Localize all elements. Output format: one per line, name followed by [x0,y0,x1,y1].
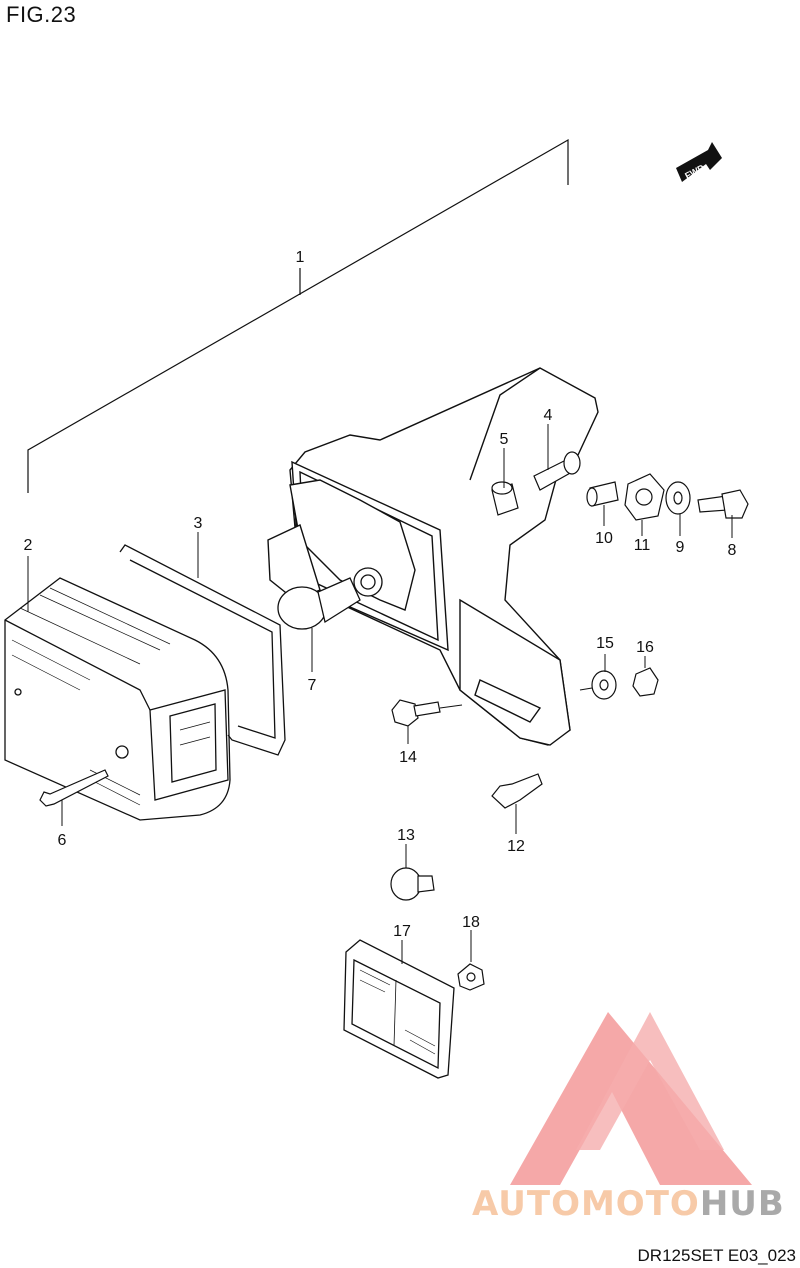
lens-gasket [119,544,286,756]
assembly-bracket [27,138,569,493]
logo-text-automoto: AUTOMOTO [472,1184,700,1224]
grommet-12 [491,773,543,809]
callout-10: 10 [595,530,613,547]
logo-text-hub: HUB [700,1184,785,1224]
callout-12: 12 [507,838,525,855]
callout-16: 16 [636,639,654,656]
automotohub-logo: AUTOMOTOHUB [472,1012,785,1224]
callout-14: 14 [399,749,417,766]
screw [39,769,109,807]
spacer-5 [491,481,519,516]
washer-9 [665,481,691,515]
spacer-10 [586,481,619,507]
nut-11 [624,473,665,521]
nut-16 [632,667,659,697]
callout-9: 9 [676,539,685,556]
callout-4: 4 [544,407,553,424]
callout-3: 3 [194,515,203,532]
tail-lamp-lens [4,577,231,821]
callout-8: 8 [728,542,737,559]
callout-2: 2 [24,537,33,554]
callout-18: 18 [462,914,480,931]
figure-title: FIG.23 [6,2,77,27]
bolt-4 [533,451,581,491]
fwd-arrow-icon: FWD [676,142,722,182]
callout-11: 11 [634,537,651,554]
bolt-14 [391,699,441,727]
callout-labels: 1 2 3 4 5 6 7 8 9 10 11 12 13 14 15 16 1… [24,249,737,940]
callout-17: 17 [393,923,411,940]
svg-text:AUTOMOTOHUB: AUTOMOTOHUB [472,1184,785,1224]
bolt-8 [697,489,749,519]
lamp-housing [267,367,599,746]
nut-18 [457,963,485,991]
bulb [277,567,383,630]
washer-15 [591,670,617,700]
reflex-reflector [343,939,455,1079]
callout-13: 13 [397,827,415,844]
callout-15: 15 [596,635,614,652]
callout-5: 5 [500,431,509,448]
callout-7: 7 [308,677,317,694]
cushion-13 [390,867,435,901]
leader-lines [27,424,733,964]
reference-code: DR125SET E03_023 [637,1246,796,1265]
callout-1: 1 [296,249,305,266]
callout-6: 6 [58,832,67,849]
